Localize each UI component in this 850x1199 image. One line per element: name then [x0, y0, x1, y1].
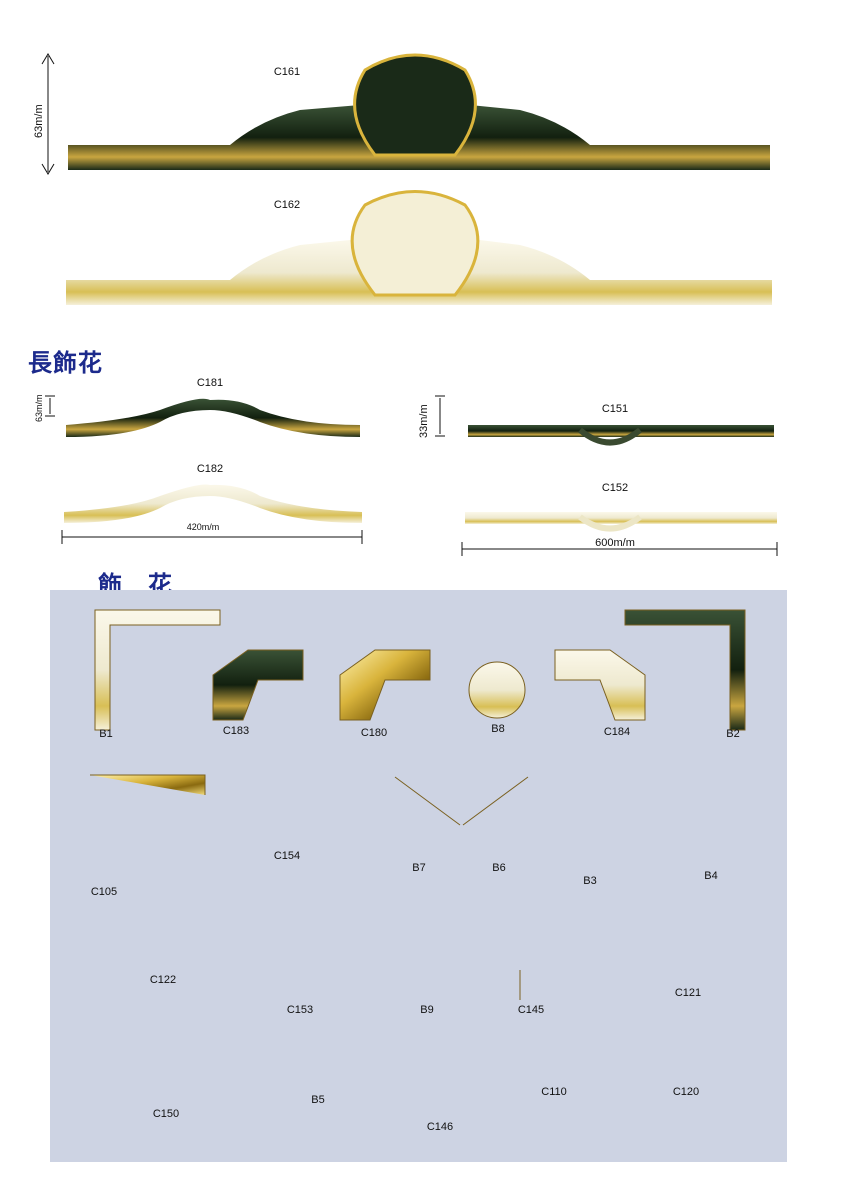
label-c182: C182 [196, 463, 224, 475]
label-c110: C110 [541, 1086, 567, 1098]
label-c150: C150 [152, 1108, 180, 1120]
label-b1: B1 [99, 728, 113, 740]
label-c122: C122 [149, 974, 177, 986]
ornament-c184 [554, 649, 646, 721]
c151-height-arrow [435, 395, 445, 437]
ornament-b1 [94, 609, 221, 731]
label-c183: C183 [222, 725, 250, 737]
label-b5: B5 [311, 1094, 325, 1106]
ornament-c180 [339, 649, 431, 721]
c151-width-dimension: 600m/m [595, 537, 635, 549]
label-c180: C180 [360, 727, 388, 739]
label-b4: B4 [704, 870, 718, 882]
label-c146: C146 [426, 1121, 454, 1133]
ornament-b8 [468, 661, 526, 719]
c151-center-scroll [578, 427, 642, 446]
ornament-b7 [394, 776, 461, 826]
c161-shell-crest [353, 53, 477, 157]
c152-ornament [465, 512, 777, 524]
label-b9: B9 [420, 1004, 434, 1016]
label-c181: C181 [196, 377, 224, 389]
ornament-c105 [90, 774, 206, 795]
c182-ornament [64, 484, 362, 523]
label-b6: B6 [492, 862, 506, 874]
label-b7: B7 [412, 862, 426, 874]
label-c151: C151 [601, 403, 629, 415]
c181-width-arrow [61, 530, 363, 544]
c151-ornament [468, 425, 774, 437]
label-c184: C184 [603, 726, 631, 738]
label-c153: C153 [286, 1004, 314, 1016]
heading-long-ornaments: 長飾花 [28, 348, 103, 377]
label-b2: B2 [726, 728, 740, 740]
label-c161: C161 [273, 66, 301, 78]
c181-height-arrow [45, 395, 55, 417]
c151-width-arrow [461, 542, 778, 556]
ornaments-panel [50, 590, 787, 1162]
label-b8: B8 [491, 723, 505, 735]
ornament-c183 [212, 649, 304, 721]
label-c152: C152 [601, 482, 629, 494]
label-b3: B3 [583, 875, 597, 887]
c152-center-scroll [578, 514, 642, 532]
ornament-b2 [624, 609, 746, 731]
label-c145: C145 [517, 1004, 545, 1016]
ornament-b6 [462, 776, 529, 826]
label-c121: C121 [674, 987, 702, 999]
c162-shell-crest [350, 190, 480, 297]
label-c105: C105 [90, 886, 118, 898]
label-c154: C154 [273, 850, 301, 862]
c181-width-dimension: 420m/m [186, 522, 220, 532]
label-c162: C162 [273, 199, 301, 211]
c181-ornament [66, 398, 360, 437]
c161-dimension-arrow [41, 53, 55, 175]
label-c120: C120 [672, 1086, 700, 1098]
